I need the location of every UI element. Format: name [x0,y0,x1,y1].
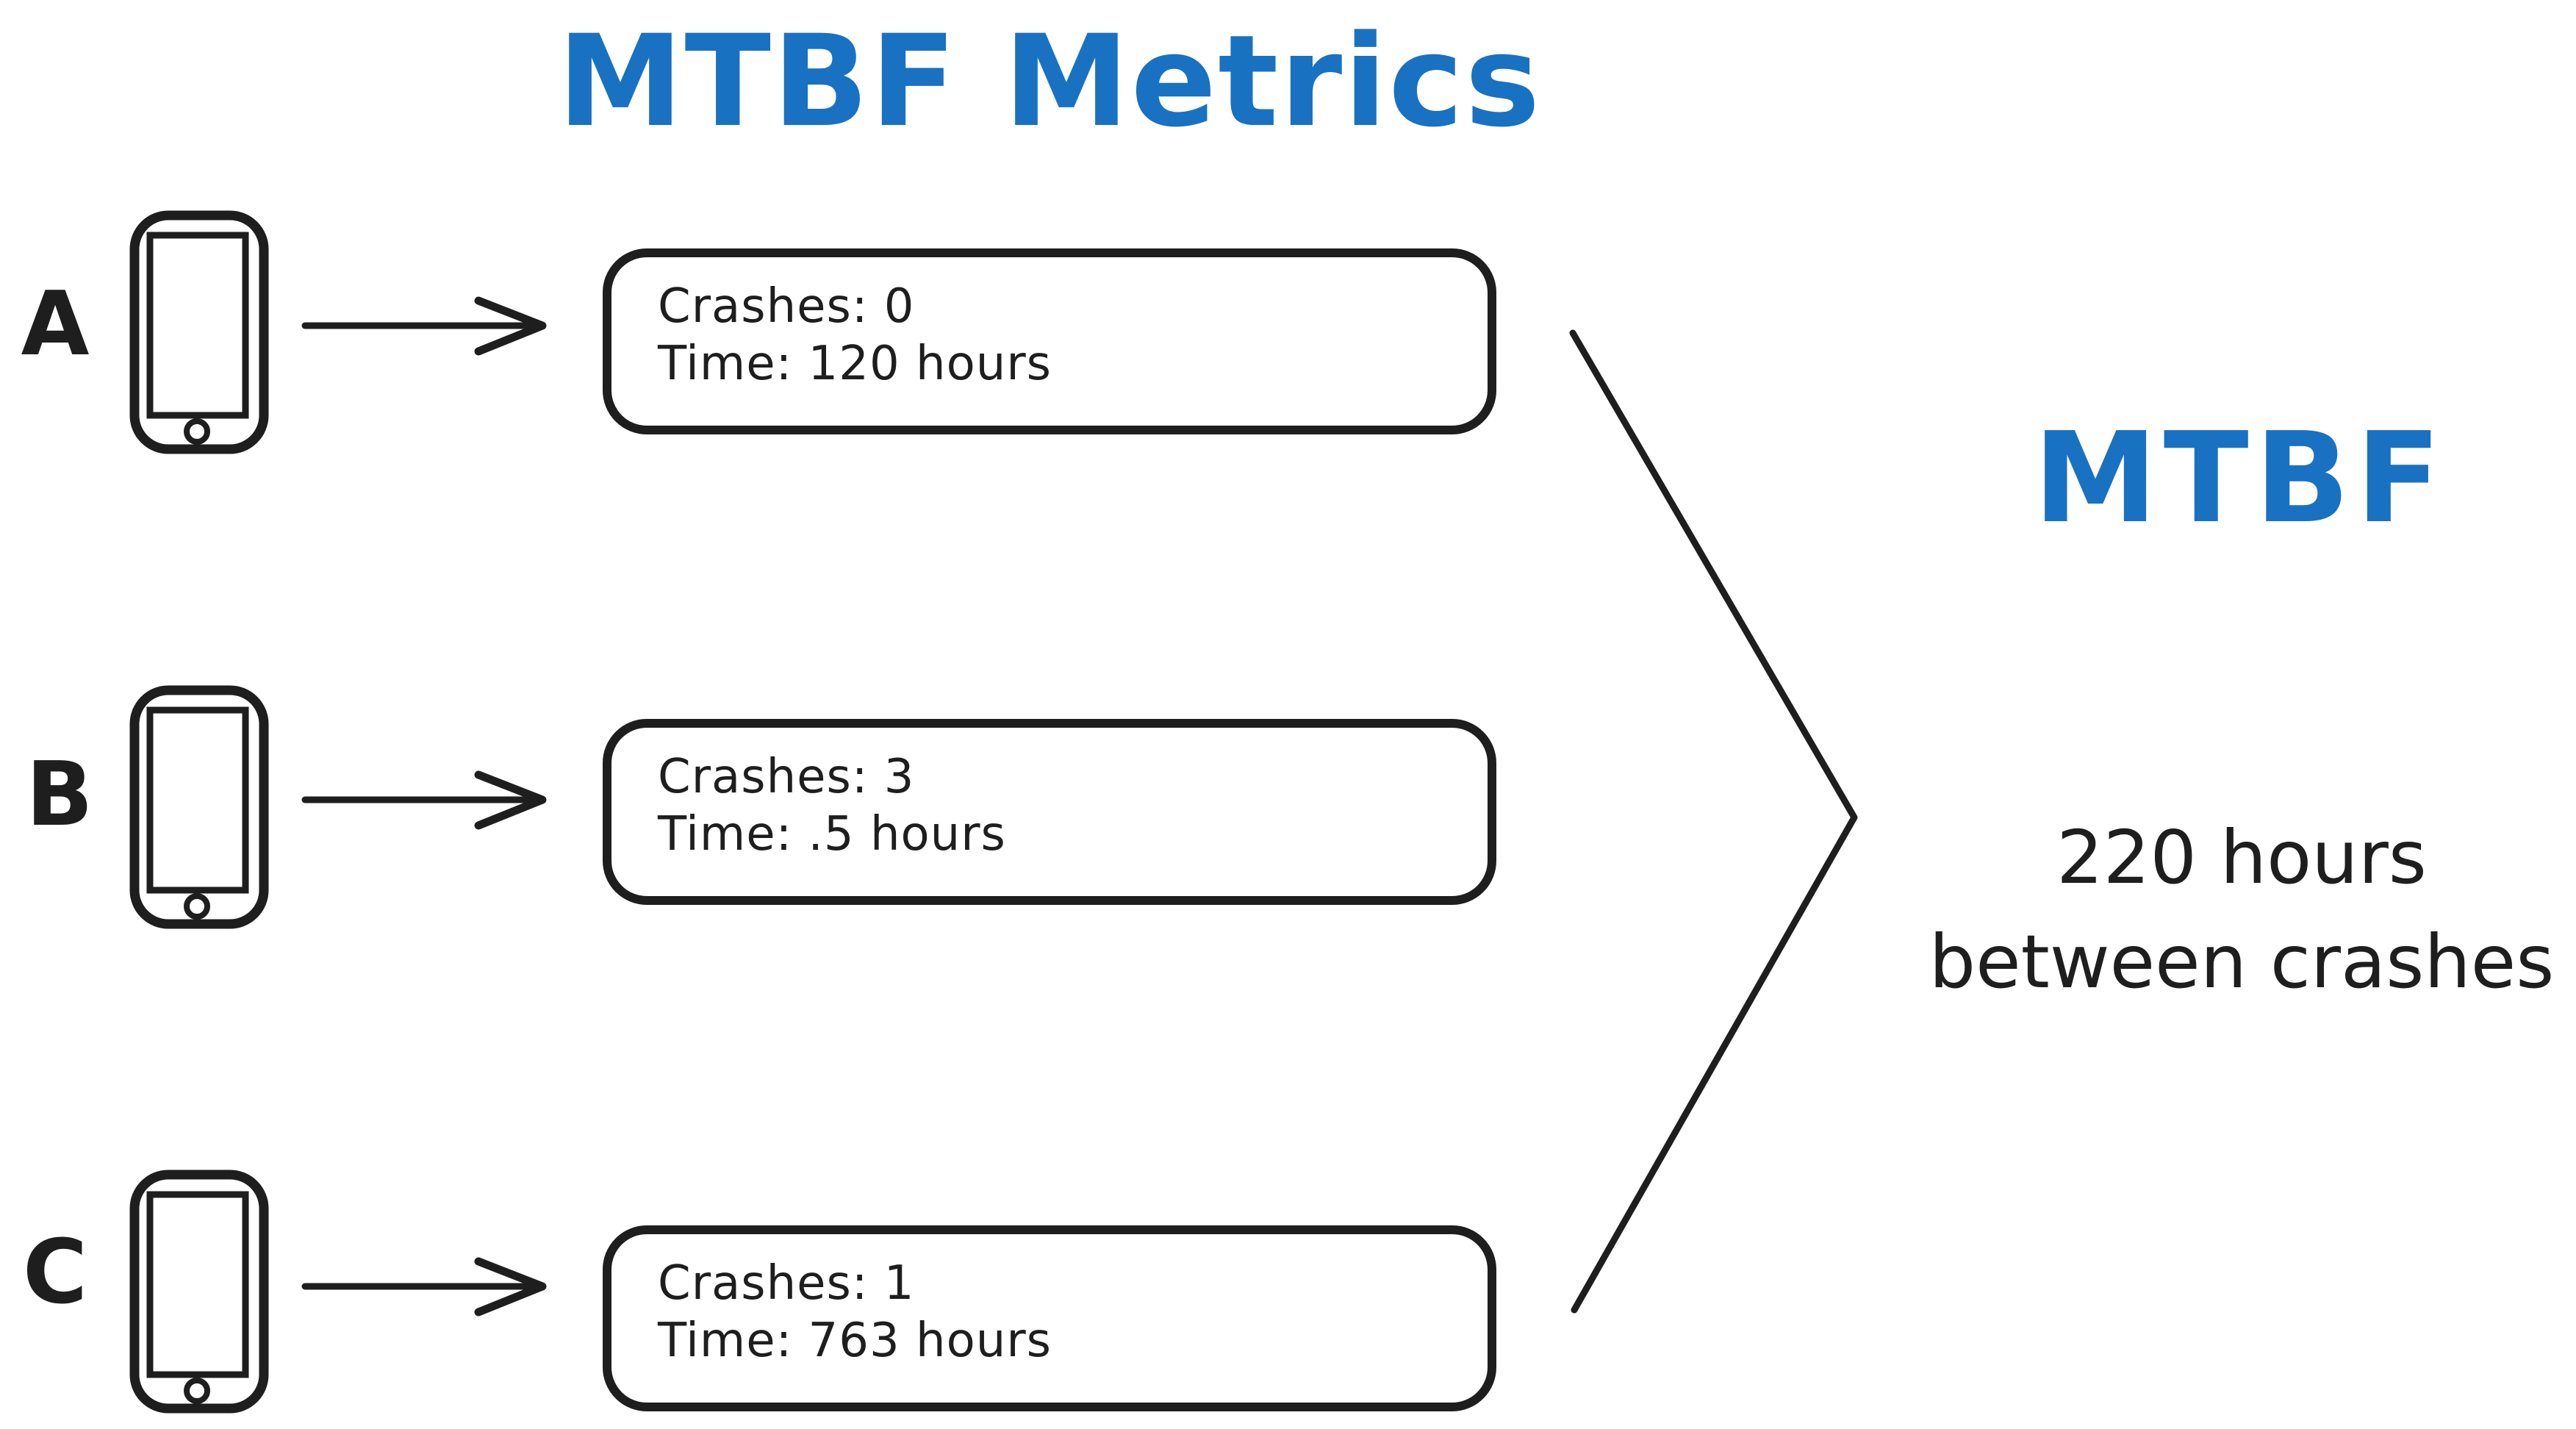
device-a-metrics-text: Crashes: 0 Time: 120 hours [658,278,1437,393]
device-a-metrics-box [603,248,1496,434]
device-c-metrics-text: Crashes: 1 Time: 763 hours [658,1255,1437,1369]
device-b-crashes-line: Crashes: 3 [658,750,915,804]
device-b-time-line: Time: .5 hours [658,807,1006,862]
device-b-metrics-box [603,719,1496,905]
mtbf-result-caption: between crashes [1929,919,2555,1005]
device-a-label: A [21,273,90,376]
device-c-smartphone-icon [129,1170,269,1414]
device-a-crashes-line: Crashes: 0 [658,279,915,334]
chevron-merge-icon [1569,329,1858,1314]
diagram-title: MTBF Metrics [557,7,1542,155]
device-b-label: B [26,744,93,846]
device-b-arrow-right-icon [301,770,547,830]
device-c-crashes-line: Crashes: 1 [658,1256,915,1311]
device-a-smartphone-icon [129,210,269,454]
device-b-smartphone-icon [129,685,269,929]
device-a-time-line: Time: 120 hours [658,337,1052,391]
device-b-metrics-text: Crashes: 3 Time: .5 hours [658,748,1437,863]
mtbf-result-text: 220 hours between crashes [1889,806,2576,1014]
device-c-arrow-right-icon [301,1257,547,1317]
mtbf-result-value: 220 hours [2056,814,2427,900]
device-c-label: C [22,1222,88,1324]
device-a-arrow-right-icon [301,296,547,356]
mtbf-result-heading: MTBF [2033,406,2447,551]
device-c-metrics-box [603,1225,1496,1411]
device-c-time-line: Time: 763 hours [658,1314,1052,1368]
